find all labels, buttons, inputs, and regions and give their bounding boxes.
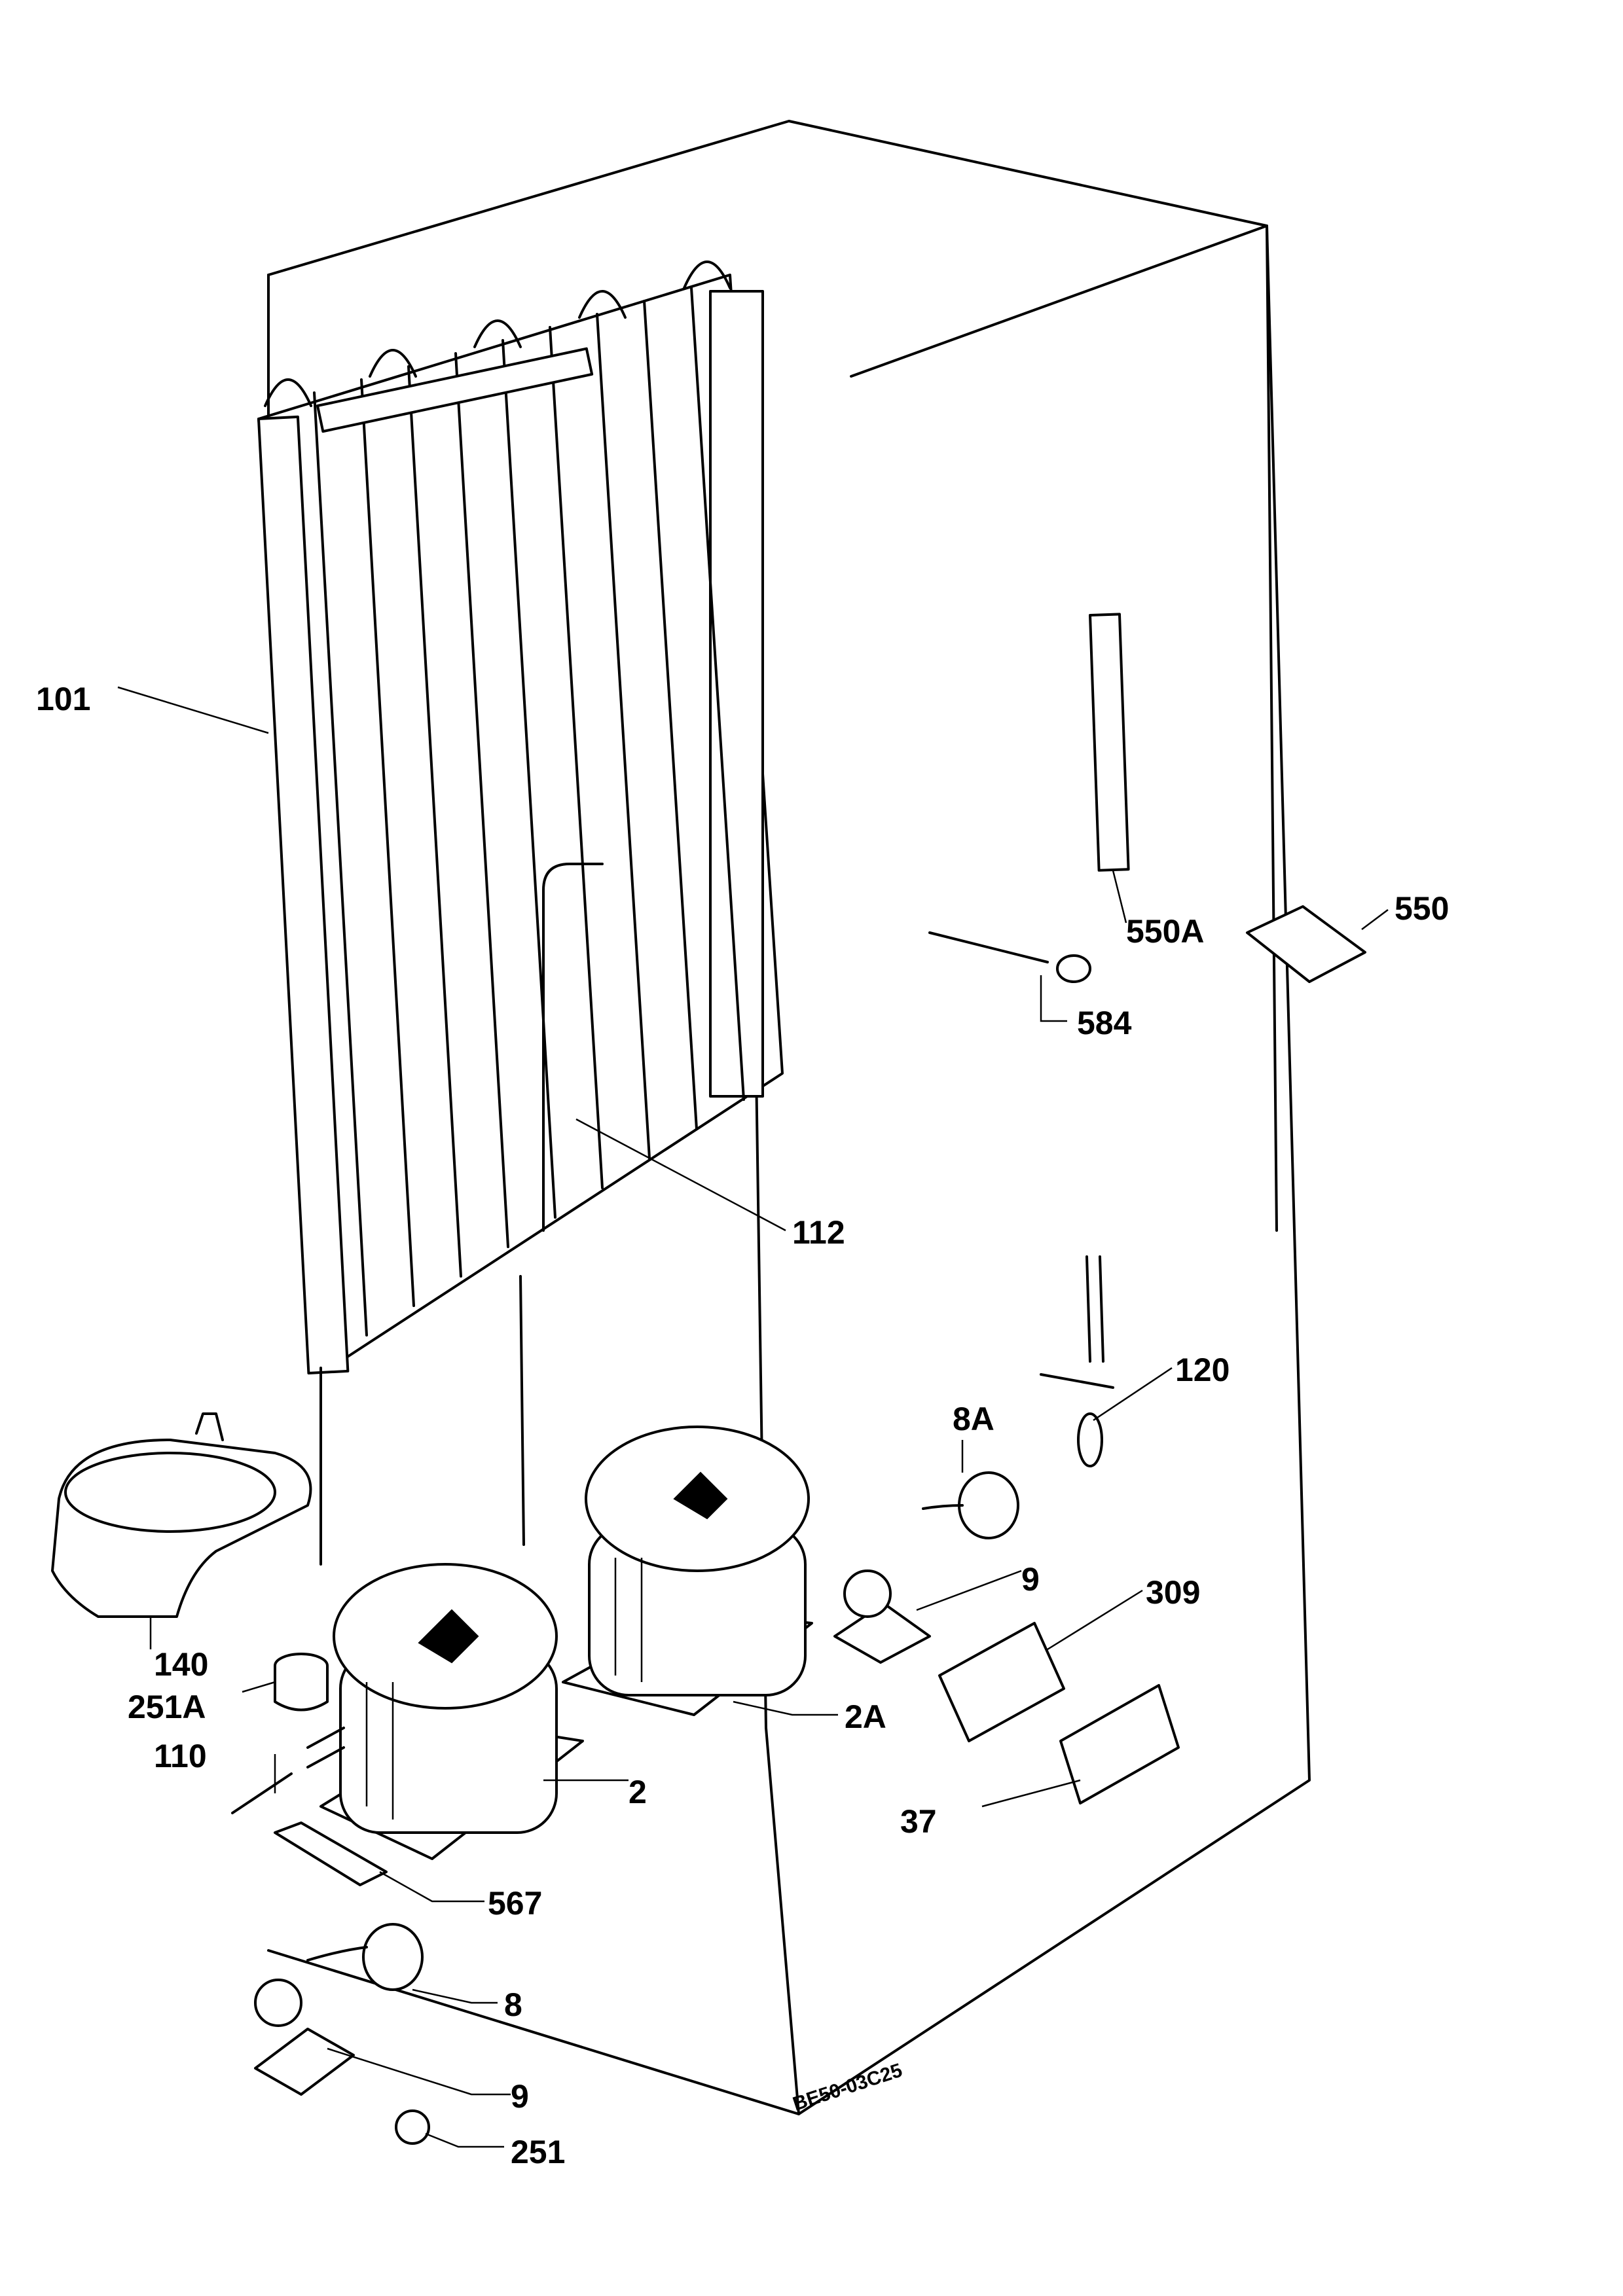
condenser-tube bbox=[549, 326, 604, 1189]
callout-112: 112 bbox=[792, 1214, 845, 1251]
mounting-plate-567 bbox=[274, 1821, 388, 1886]
bracket-550 bbox=[1246, 905, 1366, 983]
nut-251 bbox=[395, 2109, 430, 2145]
pin-110 bbox=[231, 1727, 345, 1814]
condenser-loop bbox=[264, 378, 312, 407]
callout-550a: 550A bbox=[1126, 913, 1205, 950]
callout-251: 251 bbox=[511, 2134, 565, 2170]
relay-cover-309 bbox=[938, 1622, 1065, 1742]
thermostat-120 bbox=[1040, 1255, 1114, 1467]
clamp-9-upper bbox=[833, 1570, 931, 1664]
condenser-tube bbox=[407, 365, 462, 1278]
callout-2a: 2A bbox=[845, 1698, 886, 1735]
condenser-tube bbox=[454, 352, 509, 1248]
compressor-2a bbox=[562, 1426, 813, 1716]
condenser-loop bbox=[683, 260, 731, 289]
clamp-9-lower bbox=[254, 1979, 355, 2096]
rubber-grommet-251a bbox=[274, 1653, 329, 1712]
callout-labels: 101 550A 550 584 112 120 8A 9 309 140 25… bbox=[36, 681, 1449, 2170]
callout-2: 2 bbox=[629, 1774, 647, 1810]
callout-8a: 8A bbox=[953, 1401, 994, 1437]
callout-101: 101 bbox=[36, 681, 90, 717]
callout-110: 110 bbox=[154, 1738, 207, 1774]
condenser-loop bbox=[369, 349, 417, 378]
terminal-cover-37 bbox=[1059, 1684, 1180, 1804]
drawing-number: BE50-03C25 bbox=[790, 2060, 905, 2115]
compressor-2 bbox=[319, 1563, 584, 1860]
condenser-tube bbox=[596, 313, 651, 1160]
callout-140: 140 bbox=[154, 1646, 208, 1683]
condenser-tube bbox=[643, 300, 698, 1130]
callout-9-upper: 9 bbox=[1021, 1561, 1040, 1598]
callout-251a: 251A bbox=[128, 1689, 206, 1725]
callout-550: 550 bbox=[1395, 890, 1449, 927]
leader-lines bbox=[117, 686, 1389, 2148]
condenser-tube bbox=[360, 378, 415, 1307]
callout-8: 8 bbox=[504, 1986, 522, 2023]
callout-120: 120 bbox=[1175, 1352, 1230, 1388]
callout-567: 567 bbox=[488, 1885, 542, 1922]
callout-584: 584 bbox=[1077, 1005, 1132, 1041]
callout-309: 309 bbox=[1146, 1574, 1200, 1611]
condenser-tube bbox=[313, 391, 368, 1336]
lamp-socket-584 bbox=[928, 931, 1091, 983]
condenser-coil bbox=[257, 260, 784, 1566]
condenser-tube bbox=[690, 287, 745, 1101]
condenser-loop bbox=[473, 319, 522, 348]
drip-tray bbox=[51, 1412, 312, 1618]
condenser-tube bbox=[501, 339, 556, 1219]
relay-8 bbox=[306, 1923, 424, 1991]
relay-8a bbox=[922, 1471, 1019, 1539]
lamp-cover-550a bbox=[1089, 613, 1130, 872]
callout-37: 37 bbox=[900, 1803, 937, 1840]
condenser-tubes bbox=[313, 287, 745, 1336]
callout-9-lower: 9 bbox=[511, 2078, 529, 2115]
condenser-loops bbox=[264, 260, 731, 407]
condenser-loop bbox=[578, 290, 627, 319]
